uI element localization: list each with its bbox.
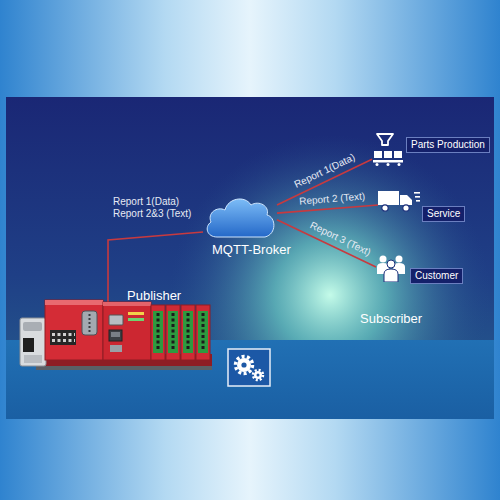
- plc-device: [166, 305, 180, 360]
- cloud-shape: [203, 192, 277, 240]
- plc-device: [107, 286, 109, 303]
- plc-device: [202, 313, 205, 351]
- people-icon: [396, 256, 403, 263]
- publish-line: [108, 232, 203, 286]
- plc-device: [157, 313, 160, 351]
- broker-cloud: MQTT-Broker: [203, 192, 277, 240]
- edge-label: Report 1(Data) Report 2&3 (Text): [113, 196, 203, 220]
- inner-panel: [6, 97, 494, 419]
- production-icon: [387, 163, 390, 166]
- plc-device: [89, 314, 91, 332]
- production-icon: [377, 134, 393, 145]
- node-label: Service: [422, 206, 465, 222]
- settings-icon: [241, 362, 246, 367]
- plc-device: [196, 305, 210, 360]
- node-heading: MQTT-Broker: [212, 242, 291, 257]
- people-icon: [377, 256, 405, 283]
- plc-device: [183, 311, 193, 353]
- role-label: Subscriber: [360, 311, 422, 326]
- plc-device: [45, 300, 103, 305]
- subscriber-node: Customer: [376, 252, 464, 284]
- people-icon: [376, 252, 406, 282]
- settings-icon: [228, 349, 270, 386]
- plc-device: [20, 286, 212, 370]
- production-icon: [398, 163, 401, 166]
- plc-device: [109, 315, 123, 325]
- inner-panel: [6, 97, 494, 419]
- production-icon: [384, 151, 392, 158]
- production-icon: [377, 134, 393, 145]
- settings-icon: [253, 370, 263, 380]
- plc-device: [24, 355, 42, 363]
- truck-icon: [403, 205, 409, 211]
- truck-icon: [378, 191, 399, 205]
- plc-device: [128, 318, 144, 321]
- truck-icon: [400, 195, 412, 205]
- production-icon: [373, 151, 403, 166]
- truck-icon: [378, 188, 420, 214]
- people-icon: [384, 269, 398, 282]
- people-icon: [380, 256, 387, 263]
- plc-device: [109, 330, 122, 341]
- plc-device: [52, 339, 75, 342]
- truck-icon: [416, 200, 420, 202]
- production-icon: [372, 132, 404, 166]
- plc-device: [45, 300, 103, 360]
- truck-icon: [415, 196, 420, 198]
- settings-icon: [237, 358, 251, 372]
- people-icon: [387, 260, 395, 268]
- cloud-shape: [207, 199, 274, 237]
- production-icon: [376, 163, 379, 166]
- production-icon: [373, 160, 403, 163]
- plc-device: [172, 313, 175, 351]
- subscriber-node: Service: [378, 188, 466, 222]
- plc-device: [198, 311, 208, 353]
- settings-icon: [236, 357, 253, 374]
- settings-icon: [228, 349, 270, 386]
- plc-device: [181, 305, 195, 360]
- plc-device: [103, 302, 151, 360]
- node-label: Parts Production: [406, 137, 490, 153]
- publisher-device: Publisher: [18, 286, 212, 372]
- plc-device: [23, 322, 42, 331]
- plc-device: [52, 333, 75, 336]
- plc-device: [110, 345, 122, 352]
- truck-icon: [378, 191, 420, 211]
- plc-device: [153, 311, 163, 353]
- plc-device: [111, 332, 120, 337]
- plc-device: [36, 366, 212, 370]
- subscriber-node: Parts Production: [372, 132, 490, 166]
- production-icon: [394, 151, 402, 158]
- truck-icon: [414, 192, 420, 194]
- plc-device: [168, 311, 178, 353]
- settings-icon: [257, 374, 260, 377]
- production-icon: [374, 151, 382, 158]
- publish-line: [277, 220, 376, 267]
- settings-icon: [254, 371, 262, 379]
- plc-device: [23, 338, 34, 352]
- truck-icon: [382, 205, 388, 211]
- plc-device: [82, 311, 97, 335]
- plc-device: [128, 312, 144, 315]
- inner-panel: [6, 97, 494, 419]
- node-label: Customer: [410, 268, 463, 284]
- node-heading: Publisher: [127, 289, 181, 303]
- plc-device: [151, 305, 165, 360]
- publish-line: [277, 205, 378, 213]
- plc-device: [187, 313, 190, 351]
- plc-device: [50, 330, 76, 345]
- plc-device: [20, 318, 46, 366]
